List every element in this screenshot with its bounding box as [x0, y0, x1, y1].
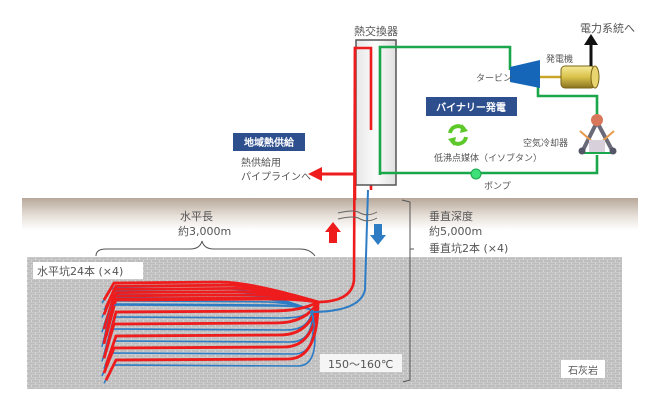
rock-label: 石灰岩 [568, 364, 598, 377]
district-heating-badge [233, 133, 305, 151]
vertical-depth-label-line2: 約5,000m [429, 224, 482, 238]
up-arrow-icon [584, 34, 598, 45]
heat-pipeline-label-line1: 熱供給用 [241, 156, 281, 169]
turbine-label: タービン [476, 73, 512, 84]
generator-cap [590, 65, 600, 89]
horizontal-hot-well [102, 297, 319, 345]
pipe-break-mark [337, 216, 378, 222]
pump [470, 168, 482, 180]
power-grid-label: 電力系統へ [580, 21, 635, 35]
temperature-label-bg [320, 354, 402, 372]
generator [560, 65, 596, 89]
working-fluid-label: 低沸点媒体（イソブタン） [434, 152, 542, 164]
recycle-arrows-icon [448, 124, 468, 146]
heat-pipeline-label-line2: パイプラインへ [241, 171, 311, 183]
down-arrow-icon [370, 224, 386, 245]
vertical-cold-pipe [309, 189, 369, 313]
binary-power-label: バイナリー発電 [436, 101, 506, 114]
pipe-break-mark [337, 210, 378, 216]
horizontal-length-label-line1: 水平長 [180, 210, 213, 223]
generator-label: 発電機 [546, 53, 573, 65]
air-cooler-label: 空気冷却器 [523, 137, 568, 149]
horizontal-length-label-line2: 約3,000m [178, 224, 231, 238]
rock-label-bg [561, 360, 605, 378]
horizontal-cold-well [101, 304, 313, 347]
air-cooler [578, 114, 617, 155]
horizontal-wells-bundle [101, 280, 320, 384]
vertical-wells-label: 垂直坑2本 (×4) [429, 241, 508, 255]
horizontal-hot-well [102, 301, 320, 359]
horizontal-length-brace [95, 240, 316, 257]
horizontal-hot-well [104, 301, 320, 381]
heat-exchanger [355, 39, 397, 186]
hot-pipe-top [353, 46, 373, 200]
horizontal-wells-label-bg [33, 262, 143, 279]
pump-label: ポンプ [484, 181, 511, 192]
horizontal-cold-well [103, 309, 316, 384]
up-arrow-icon [325, 222, 341, 243]
vertical-depth-label-line1: 垂直深度 [429, 209, 473, 223]
left-arrow-icon [308, 167, 322, 181]
ground-surface [22, 198, 638, 230]
horizontal-hot-well [104, 300, 319, 352]
binary-power-badge [426, 97, 517, 116]
heat-exchanger-label: 熱交換器 [354, 24, 398, 38]
horizontal-cold-well [101, 309, 313, 362]
vertical-depth-bracket [401, 199, 414, 383]
binary-loop [378, 45, 599, 175]
district-heating-label: 地域熱供給 [244, 136, 295, 149]
temperature-label: 150〜160℃ [328, 358, 393, 371]
turbine [510, 60, 540, 88]
horizontal-wells-label: 水平坑24本 (×4) [37, 264, 123, 278]
